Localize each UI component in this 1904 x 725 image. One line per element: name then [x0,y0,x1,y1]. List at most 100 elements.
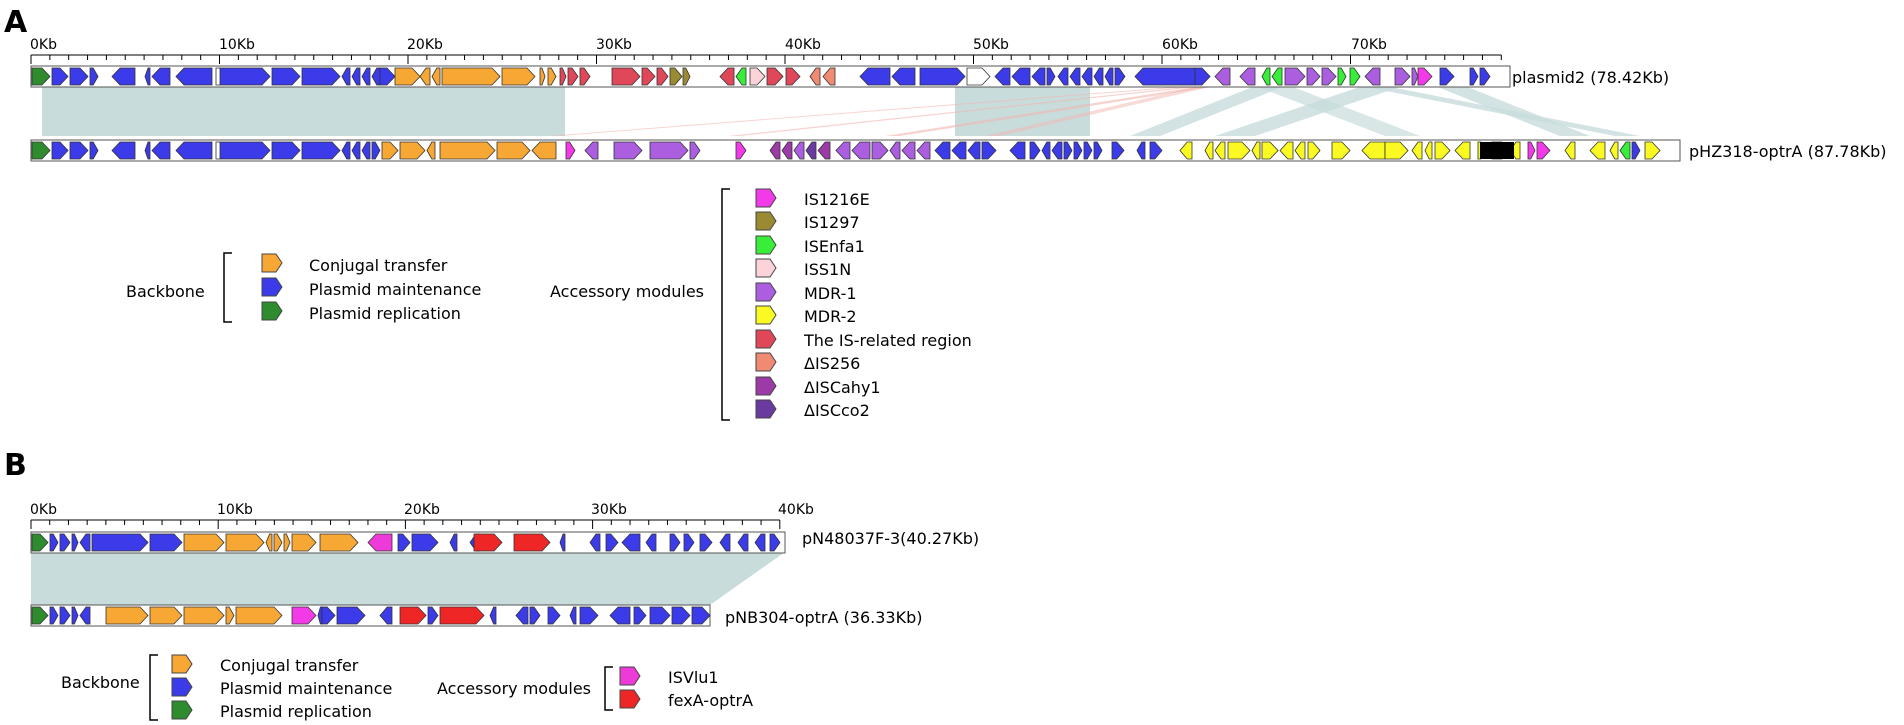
gene-arrow [579,606,599,625]
gene-arrow [589,533,601,552]
gene-arrow [301,141,341,160]
gene-arrow [1424,141,1433,160]
legend-item: Plasmid maintenance [309,280,481,299]
gene-arrow [51,141,69,160]
gene-arrow [427,606,439,625]
legend-item: ΔISCco2 [804,401,870,420]
gene-arrow [489,606,497,625]
gene-arrow [633,606,647,625]
gene-arrow [341,141,351,160]
gene-arrow [79,606,91,625]
legend-item: ISS1N [804,260,851,279]
gene-arrow [79,533,91,552]
gene-arrow [1364,67,1381,86]
legend-item: ISEnfa1 [804,237,865,256]
gene-arrow [1204,141,1214,160]
gene-arrow [394,67,421,86]
gene-arrow [69,141,89,160]
gene-arrow [361,67,371,86]
gene-arrow [889,141,901,160]
plasmid-tracks [30,65,1681,627]
gene-arrow [149,533,183,552]
gene-arrow [1527,141,1536,160]
gene-arrow [1179,141,1193,160]
gene-arrow [1149,141,1163,160]
gene-arrow [411,533,439,552]
gene-arrow [605,533,619,552]
conjugal-transfer-swatch [261,253,283,273]
gene-arrow [1294,141,1306,160]
gene-arrow [735,141,747,160]
tick-label: 30Kb [596,37,632,53]
gene-arrow [397,533,411,552]
gene-arrow [1111,141,1125,160]
gene-arrow [1093,141,1103,160]
gene-arrow [994,67,1011,86]
legend-bracket [223,252,232,323]
gene-arrow [71,533,79,552]
gene-arrow [859,67,891,86]
gene-arrow [271,141,301,160]
gene-arrow [351,67,361,86]
gene-arrow [1394,67,1411,86]
gene-arrow [682,67,691,86]
homology-link [885,80,1255,136]
gene-arrow [151,141,171,160]
gene-arrow [1051,141,1063,160]
gene-arrow [59,606,71,625]
gene-arrow [916,141,931,160]
gene-arrow [183,533,225,552]
gene-arrow [439,606,485,625]
gene-arrow [1279,141,1294,160]
gene-arrow [559,67,567,86]
gene-arrow [441,67,501,86]
plasmid-maintenance-swatch [261,277,283,297]
axis-labels-b: 0Kb 10Kb 20Kb 30Kb 40Kb [30,502,814,518]
gene-arrow [547,606,561,625]
gene-arrow [891,67,916,86]
gene-arrow [49,606,59,625]
gene-arrow [621,533,641,552]
gene-arrow [175,67,213,86]
gene-arrow [934,141,951,160]
gene-arrow [1057,67,1069,86]
legend-item: ISVlu1 [668,668,719,687]
gene-arrow [785,67,801,86]
gene-arrow [351,141,361,160]
gene-arrow [1261,141,1279,160]
gene-arrow [1011,67,1031,86]
gene-arrow [399,141,426,160]
gene-arrow [669,533,681,552]
gene-arrow [851,141,871,160]
gene-arrow [1417,67,1433,86]
gene-arrow [1384,141,1409,160]
homology-link [78,552,785,605]
gene-arrow [1321,67,1337,86]
gene-arrow [559,533,566,552]
gene-arrow [301,67,341,86]
legend-item: Plasmid maintenance [220,679,392,698]
gene-arrow [1073,141,1083,160]
gene-arrow [1479,67,1491,86]
gene-arrow [817,141,831,160]
gene-arrow [59,533,71,552]
gene-arrow [719,533,731,552]
homology-link [31,552,78,605]
gene-arrow [656,67,669,86]
discahy1-swatch [755,376,777,396]
tick-label: 20Kb [407,37,443,53]
gene-arrow [919,67,966,86]
legend-item: Conjugal transfer [309,256,448,275]
gene-arrow [1239,67,1256,86]
gene-arrow [1284,67,1306,86]
legend-backbone-a: Backbone Conjugal transfer Plasmid maint… [126,252,481,323]
gene-arrow [1306,67,1321,86]
legend-item: MDR-2 [804,307,857,326]
legend-item: ΔIS256 [804,354,860,373]
legend-item: MDR-1 [804,284,857,303]
gene-arrow [91,533,149,552]
gene-arrow [1029,141,1041,160]
gene-arrow [735,67,747,86]
gene-arrow [291,606,317,625]
gene-arrow [1134,67,1196,86]
